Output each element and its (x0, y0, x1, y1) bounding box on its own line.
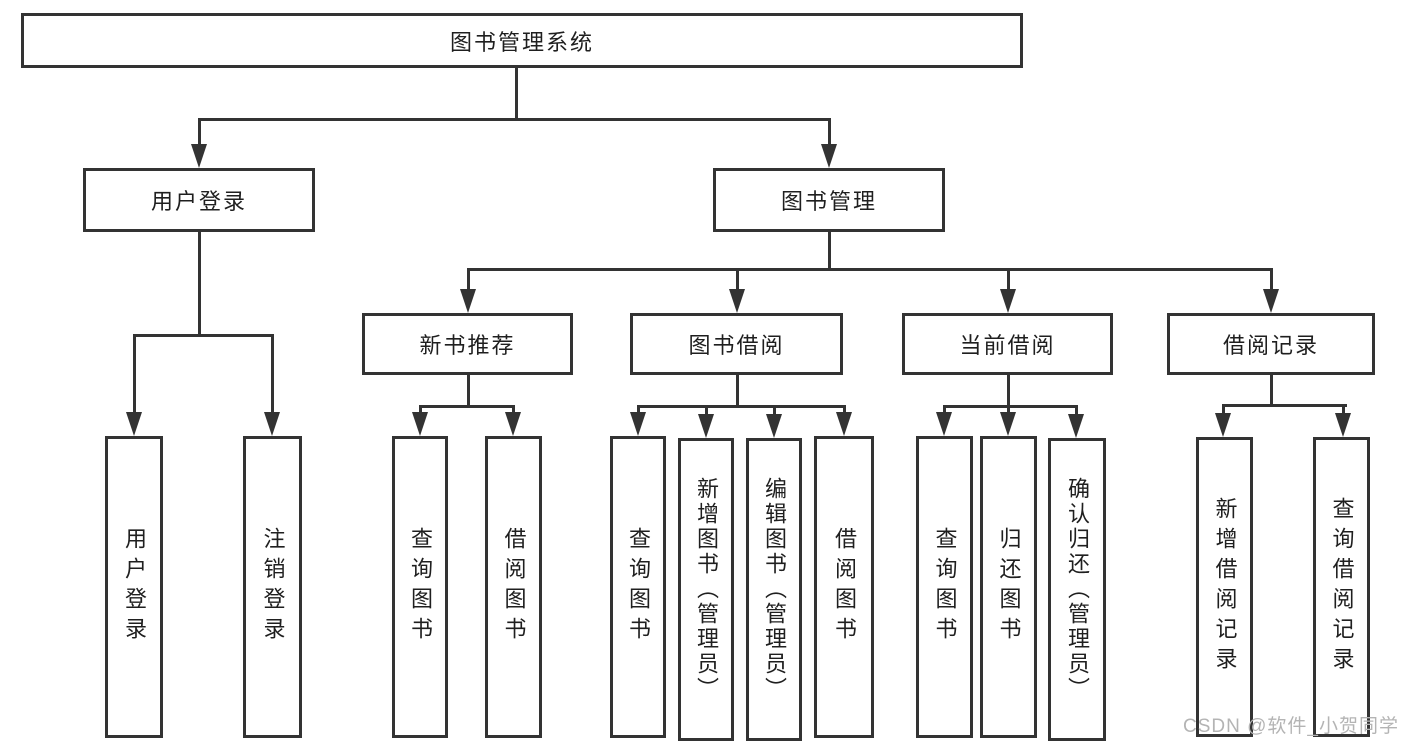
node-label: 用户登录 (150, 189, 247, 214)
leaf-label: 注销登录 (260, 527, 286, 647)
connector-vline (736, 375, 739, 407)
connector-hline (637, 405, 846, 408)
connector-vline (467, 375, 470, 407)
connector-hline (467, 268, 1273, 271)
connector-hline (943, 405, 1078, 408)
leaf-edit-books-admin: 编辑图书（管理员） (746, 438, 802, 741)
arrow-down-icon (630, 412, 646, 436)
node-user-login: 用户登录 (83, 168, 315, 232)
leaf-label: 确认归还（管理员） (1065, 477, 1090, 702)
connector-vline (271, 334, 274, 414)
leaf-label: 用户登录 (122, 527, 147, 647)
connector-vline (467, 268, 470, 292)
connector-hline (133, 334, 274, 337)
connector-vline (637, 405, 640, 417)
node-label: 当前借阅 (959, 333, 1056, 358)
leaf-label: 新增图书（管理员） (694, 477, 719, 702)
arrow-down-icon (729, 289, 745, 313)
leaf-query-books-current: 查询图书 (916, 436, 973, 738)
node-label: 图书管理 (780, 189, 877, 214)
node-book-borrowing: 图书借阅 (630, 313, 843, 375)
connector-hline (1222, 404, 1347, 407)
node-label: 新书推荐 (419, 333, 516, 358)
leaf-label: 查询借阅记录 (1329, 497, 1355, 677)
connector-vline (705, 405, 708, 419)
node-label: 图书管理系统 (449, 29, 594, 55)
connector-vline (512, 405, 515, 417)
arrow-down-icon (505, 412, 521, 436)
leaf-query-books-borrowing: 查询图书 (610, 436, 666, 738)
connector-vline (1222, 404, 1225, 418)
watermark: CSDN @软件_小贺同学 (1183, 716, 1399, 737)
connector-vline (828, 118, 831, 150)
connector-vline (515, 68, 518, 120)
arrow-down-icon (1215, 413, 1231, 437)
arrow-down-icon (412, 412, 428, 436)
leaf-query-borrow-record: 查询借阅记录 (1313, 437, 1370, 737)
connector-vline (736, 268, 739, 292)
leaf-user-login: 用户登录 (105, 436, 163, 738)
connector-vline (419, 405, 422, 417)
leaf-label: 查询图书 (626, 527, 651, 647)
node-current-borrowing: 当前借阅 (902, 313, 1113, 375)
connector-vline (198, 232, 201, 336)
leaf-label: 借阅图书 (501, 527, 527, 647)
arrow-down-icon (766, 414, 782, 438)
node-label: 借阅记录 (1222, 333, 1319, 358)
leaf-borrow-books-recommend: 借阅图书 (485, 436, 542, 738)
arrow-down-icon (460, 289, 476, 313)
connector-vline (773, 405, 776, 419)
leaf-label: 借阅图书 (832, 527, 857, 647)
leaf-return-books: 归还图书 (980, 436, 1037, 738)
leaf-add-books-admin: 新增图书（管理员） (678, 438, 734, 741)
leaf-query-books-recommend: 查询图书 (392, 436, 448, 738)
node-library-system-root: 图书管理系统 (21, 13, 1023, 68)
leaf-label: 查询图书 (932, 527, 958, 647)
connector-hline (198, 118, 831, 121)
node-new-book-recommendation: 新书推荐 (362, 313, 573, 375)
arrow-down-icon (1263, 289, 1279, 313)
connector-vline (1270, 375, 1273, 406)
arrow-down-icon (264, 412, 280, 436)
node-book-management: 图书管理 (713, 168, 945, 232)
connector-vline (1075, 405, 1078, 419)
connector-vline (1007, 405, 1010, 417)
arrow-down-icon (1000, 412, 1016, 436)
leaf-logout: 注销登录 (243, 436, 302, 738)
leaf-label: 编辑图书（管理员） (762, 477, 787, 702)
leaf-label: 新增借阅记录 (1212, 497, 1238, 677)
connector-vline (198, 118, 201, 150)
connector-vline (133, 334, 136, 414)
leaf-add-borrow-record: 新增借阅记录 (1196, 437, 1253, 737)
arrow-down-icon (1068, 414, 1084, 438)
arrow-down-icon (126, 412, 142, 436)
arrow-down-icon (1000, 289, 1016, 313)
arrow-down-icon (191, 144, 207, 168)
node-label: 图书借阅 (688, 333, 785, 358)
leaf-confirm-return-admin: 确认归还（管理员） (1048, 438, 1106, 741)
connector-vline (1007, 375, 1010, 407)
arrow-down-icon (936, 412, 952, 436)
leaf-label: 归还图书 (996, 527, 1022, 647)
connector-vline (1007, 268, 1010, 292)
connector-vline (1342, 404, 1345, 418)
arrow-down-icon (821, 144, 837, 168)
arrow-down-icon (698, 414, 714, 438)
node-borrowing-records: 借阅记录 (1167, 313, 1375, 375)
connector-vline (1270, 268, 1273, 292)
connector-vline (828, 232, 831, 270)
leaf-borrow-books-borrowing: 借阅图书 (814, 436, 874, 738)
connector-vline (943, 405, 946, 417)
leaf-label: 查询图书 (408, 527, 433, 647)
connector-hline (419, 405, 515, 408)
arrow-down-icon (1335, 413, 1351, 437)
arrow-down-icon (836, 412, 852, 436)
connector-vline (843, 405, 846, 417)
